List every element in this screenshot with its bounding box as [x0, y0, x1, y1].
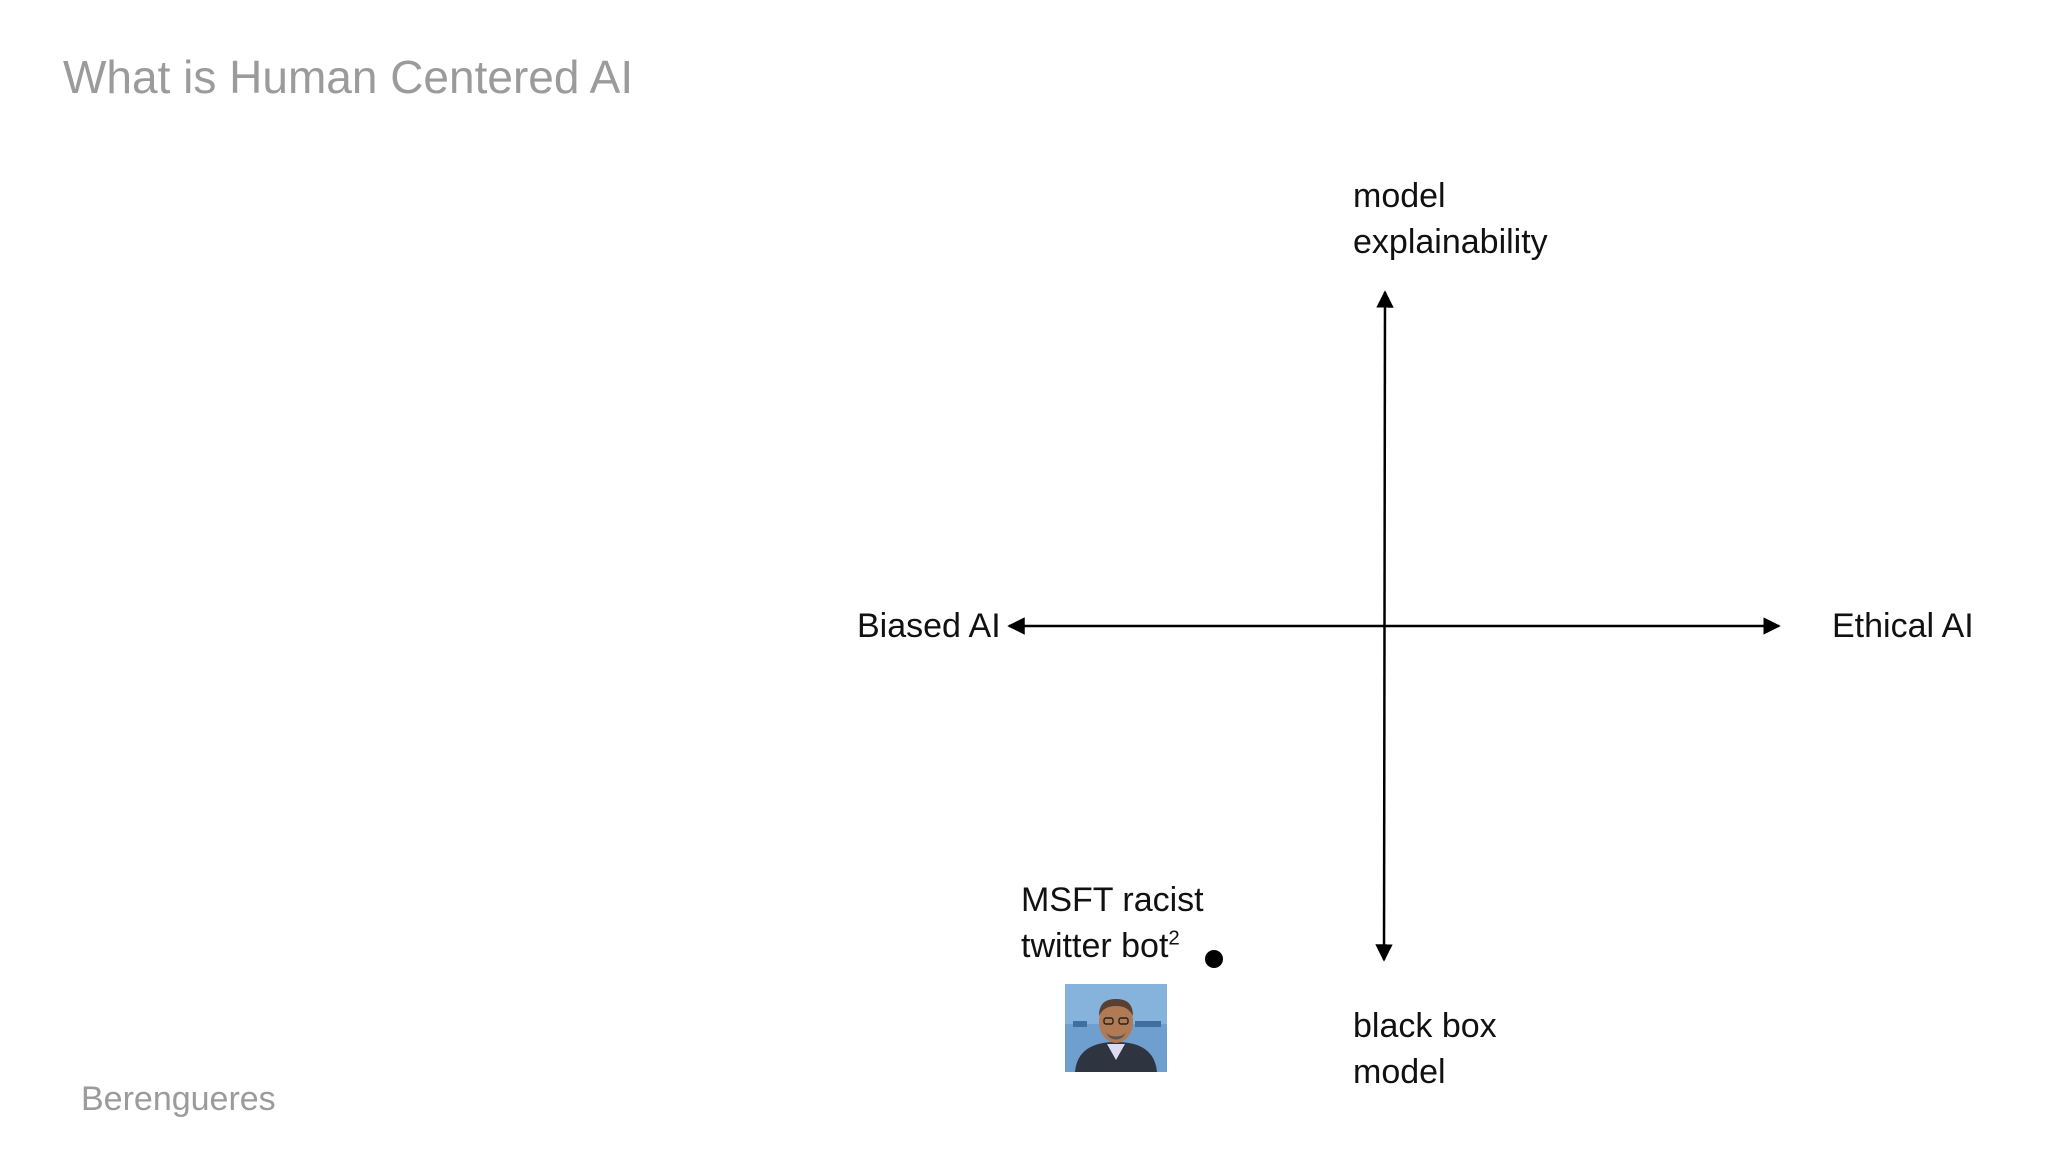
person-photo [1065, 984, 1167, 1072]
slide-title: What is Human Centered AI [63, 51, 634, 103]
point-label-line2: twitter bot2 [1021, 923, 1204, 969]
bottom-axis-label-line1: black box [1353, 1007, 1497, 1045]
footnote-marker: 2 [1168, 927, 1180, 950]
point-label-text: twitter bot [1021, 927, 1169, 965]
bottom-axis-label-line2: model [1353, 1053, 1446, 1091]
top-axis-label-line1: model [1353, 177, 1446, 215]
point-label-line1: MSFT racist [1021, 881, 1204, 919]
top-axis-label-line2: explainability [1353, 223, 1548, 261]
bottom-axis-label: black box model [1353, 1003, 1497, 1095]
point-label: MSFT racist twitter bot2 [1021, 877, 1204, 969]
left-axis-label: Biased AI [857, 607, 1001, 645]
right-axis-label: Ethical AI [1832, 607, 1974, 645]
slide-footer: Berengueres [81, 1080, 276, 1118]
data-point-marker [1205, 950, 1223, 968]
top-axis-label: model explainability [1353, 173, 1548, 265]
